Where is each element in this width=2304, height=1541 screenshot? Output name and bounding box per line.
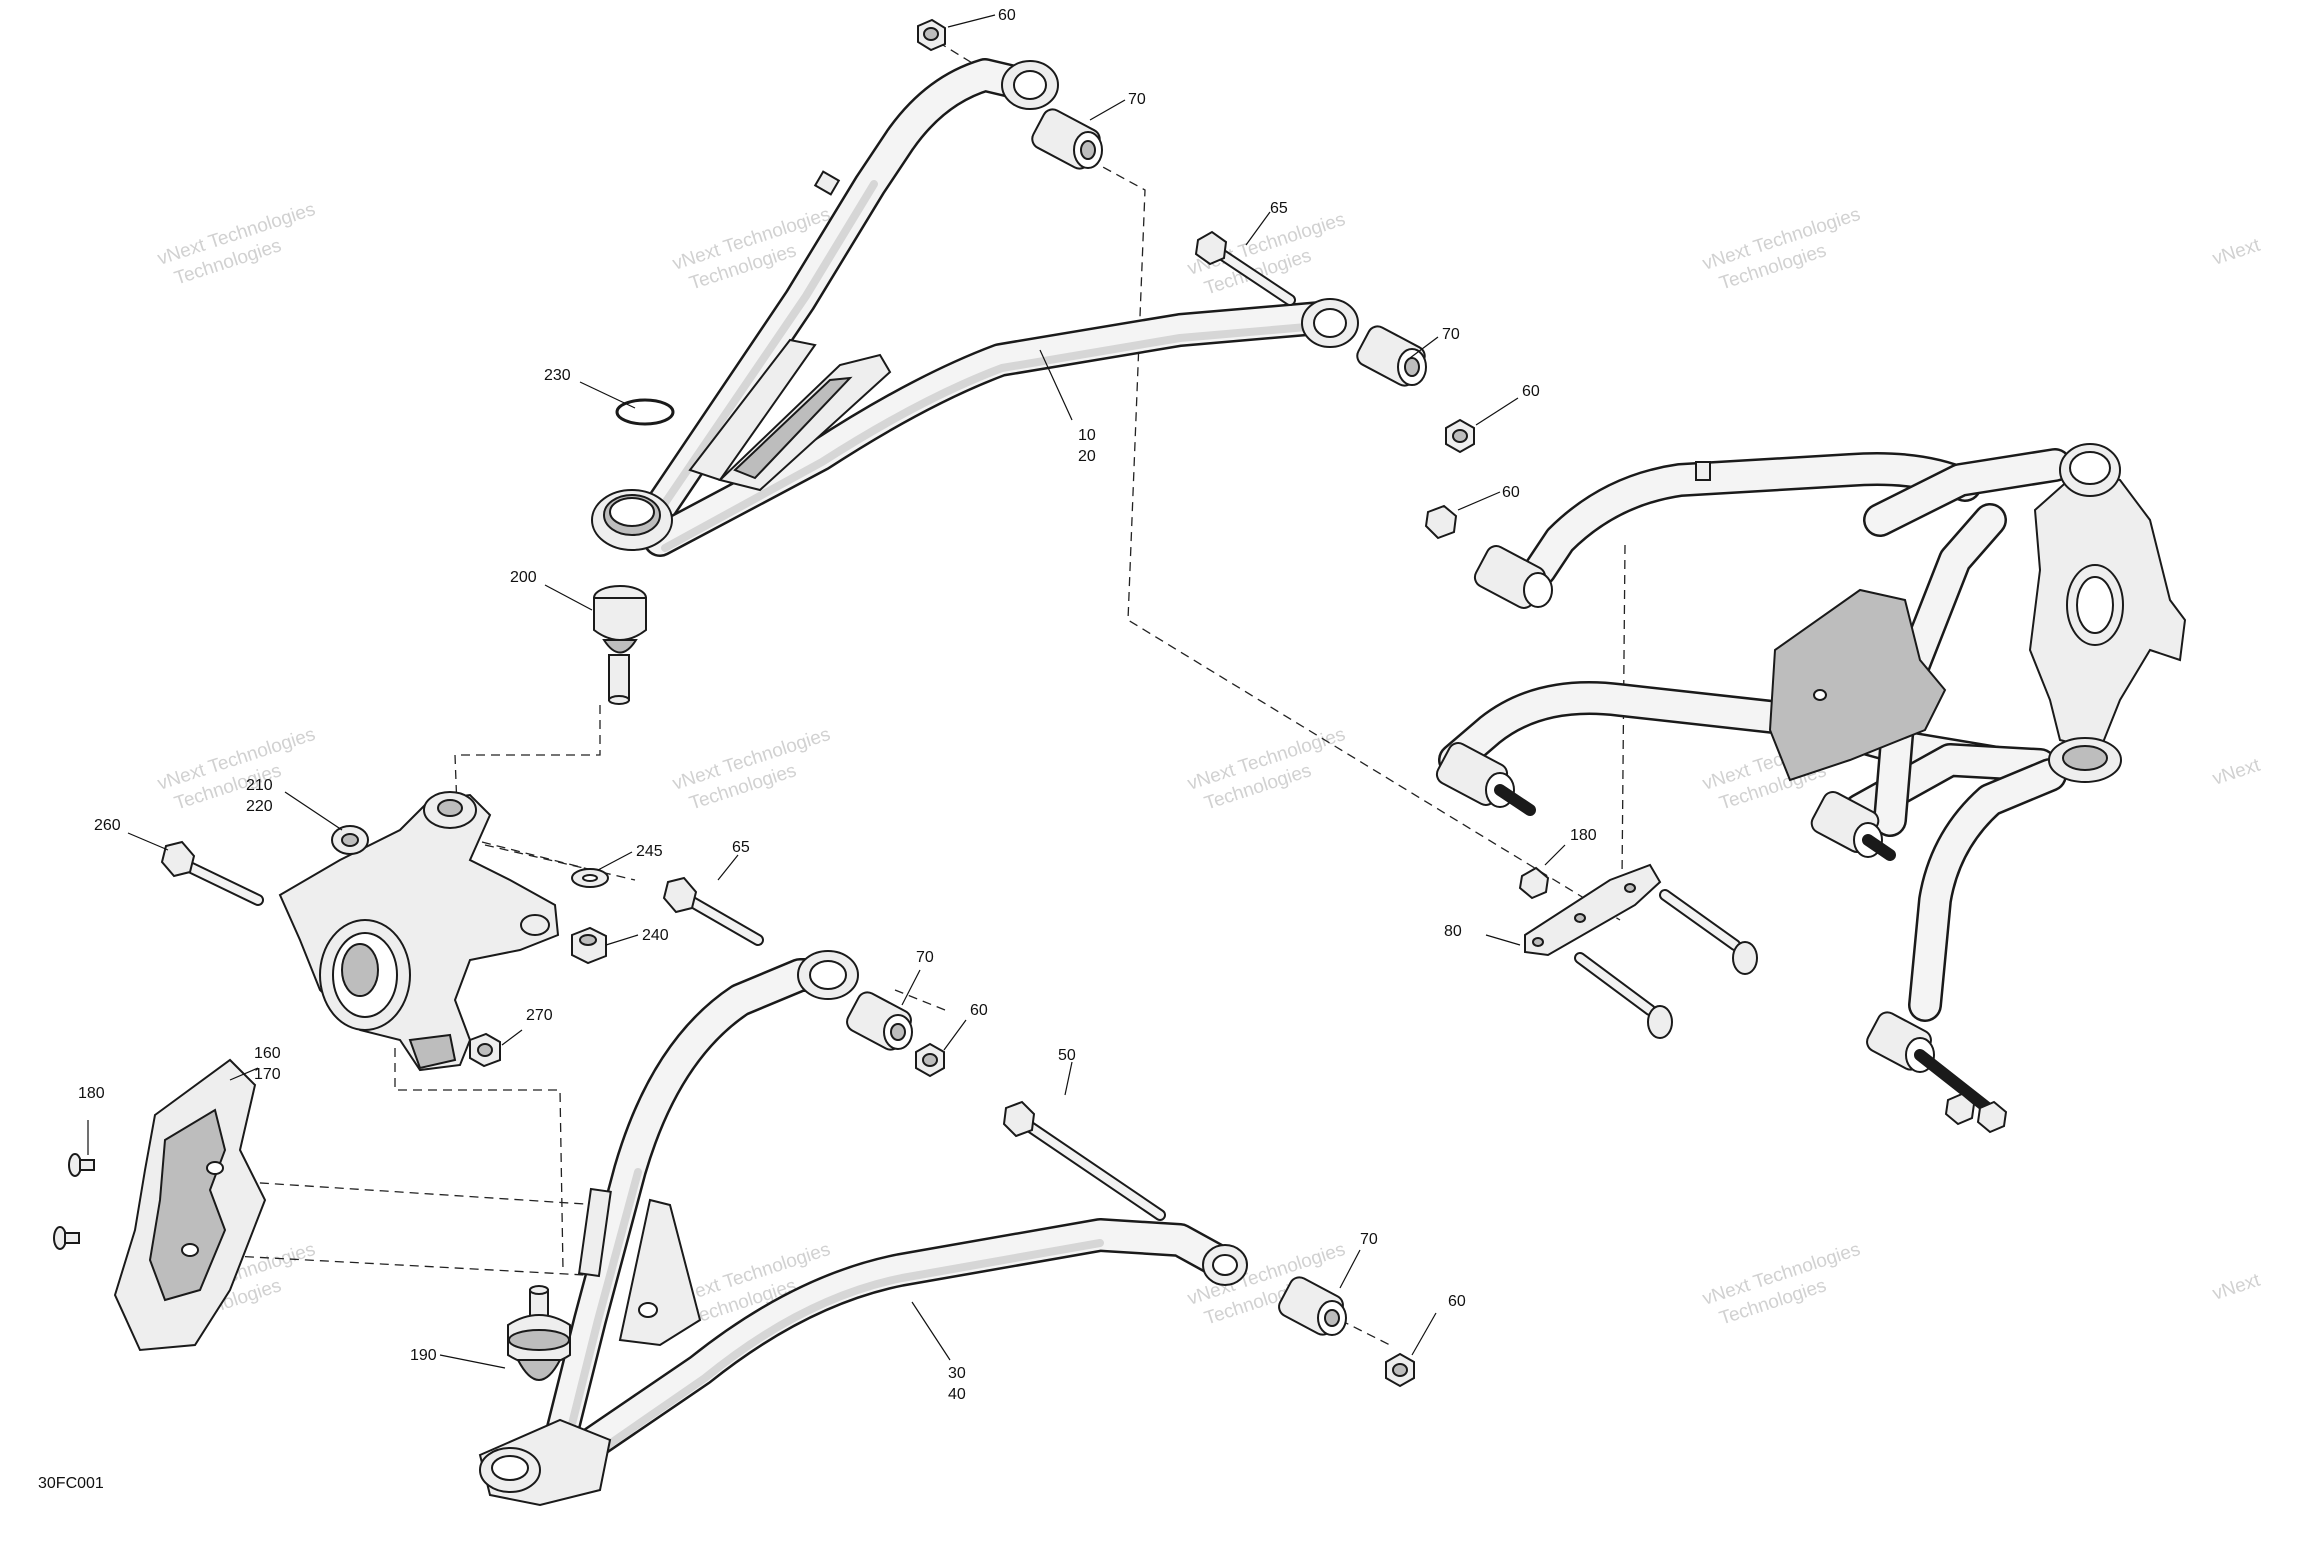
callout-200: 200 bbox=[510, 569, 537, 586]
callout-180-left: 180 bbox=[78, 1085, 105, 1102]
callout-245: 245 bbox=[636, 843, 663, 860]
bushing-70-mid bbox=[846, 991, 913, 1051]
callout-180-right: 180 bbox=[1570, 827, 1597, 844]
skid-plate bbox=[113, 1058, 267, 1352]
bushing-70-top bbox=[1031, 108, 1103, 170]
callout-60-mid: 60 bbox=[970, 1002, 988, 1019]
callout-170: 170 bbox=[254, 1066, 281, 1083]
leader-lines bbox=[87, 14, 1566, 1369]
upper-a-arm bbox=[591, 58, 1359, 557]
lower-arm-hardware bbox=[507, 876, 1415, 1388]
ball-joint-200 bbox=[593, 585, 647, 705]
callout-70-upper-right: 70 bbox=[1442, 326, 1460, 343]
bolt-65-mid bbox=[662, 876, 764, 946]
bracket-bolt-1 bbox=[1574, 952, 1673, 1039]
callout-65-top: 65 bbox=[1270, 200, 1288, 217]
fastener-180-right bbox=[1518, 866, 1550, 900]
assembled-view bbox=[1424, 443, 2187, 1134]
fastener-180-left-a bbox=[68, 1153, 95, 1177]
knuckle-hardware bbox=[160, 840, 609, 1068]
nut-60-top bbox=[917, 18, 946, 52]
bracket-80 bbox=[1518, 863, 1758, 1039]
bolt-260 bbox=[160, 840, 264, 906]
watermark-text: vNext bbox=[2210, 235, 2263, 270]
callout-160: 160 bbox=[254, 1045, 281, 1062]
nut-240 bbox=[571, 926, 607, 965]
nut-60-mid bbox=[915, 1042, 945, 1078]
callout-60-top: 60 bbox=[998, 7, 1016, 24]
callout-210: 210 bbox=[246, 777, 273, 794]
callout-260: 260 bbox=[94, 817, 121, 834]
watermark-text: vNext bbox=[2210, 755, 2263, 790]
callout-20: 20 bbox=[1078, 448, 1096, 465]
callout-240: 240 bbox=[642, 927, 669, 944]
bolt-50 bbox=[1002, 1100, 1166, 1221]
callout-40: 40 bbox=[948, 1386, 966, 1403]
callout-60-low: 60 bbox=[1448, 1293, 1466, 1310]
skid-plate-fasteners bbox=[53, 1153, 95, 1250]
watermark-text: vNext bbox=[2210, 1270, 2263, 1305]
bracket-bolt-2 bbox=[1659, 889, 1758, 975]
callout-65-mid: 65 bbox=[732, 839, 750, 856]
callout-190: 190 bbox=[410, 1347, 437, 1364]
callout-30: 30 bbox=[948, 1365, 966, 1382]
callout-60-upper-right: 60 bbox=[1522, 383, 1540, 400]
bushing-70-low bbox=[1278, 1276, 1347, 1336]
steering-knuckle bbox=[278, 791, 560, 1072]
assembly-dash-lines bbox=[214, 41, 1626, 1346]
callout-80: 80 bbox=[1444, 923, 1462, 940]
callout-270: 270 bbox=[526, 1007, 553, 1024]
nut-60-upper-right bbox=[1445, 418, 1475, 454]
callout-10: 10 bbox=[1078, 427, 1096, 444]
bushing-70-upper-right bbox=[1356, 325, 1427, 387]
fastener-180-left-b bbox=[53, 1226, 80, 1250]
washer-245 bbox=[571, 868, 609, 888]
bolt-65-top bbox=[1194, 230, 1296, 306]
diagram-code: 30FC001 bbox=[38, 1475, 104, 1492]
upper-arm-hardware bbox=[593, 18, 1475, 705]
callout-70-mid: 70 bbox=[916, 949, 934, 966]
callout-70-low: 70 bbox=[1360, 1231, 1378, 1248]
lower-a-arm bbox=[478, 950, 1248, 1507]
callout-230: 230 bbox=[544, 367, 571, 384]
circlip-230 bbox=[615, 398, 675, 426]
callout-220: 220 bbox=[246, 798, 273, 815]
nut-60-low bbox=[1385, 1352, 1415, 1388]
callout-50: 50 bbox=[1058, 1047, 1076, 1064]
callout-60-assembly: 60 bbox=[1502, 484, 1520, 501]
ball-joint-190 bbox=[507, 1285, 571, 1381]
nut-270 bbox=[469, 1032, 501, 1068]
callout-labels: 60 70 65 70 60 230 10 20 200 60 210 220 … bbox=[38, 7, 1597, 1492]
callout-70-top: 70 bbox=[1128, 91, 1146, 108]
